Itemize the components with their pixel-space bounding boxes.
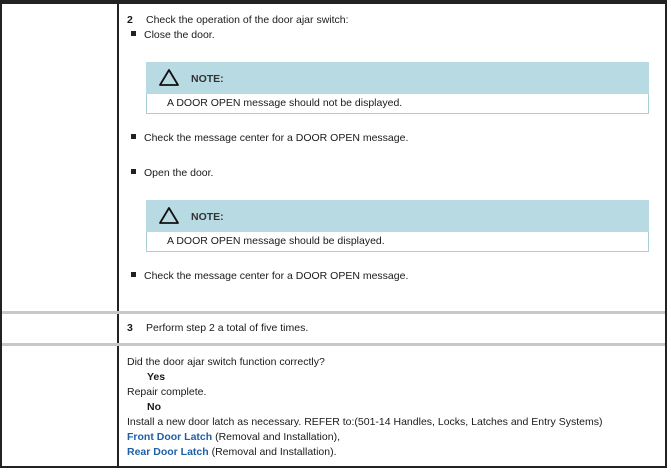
step-3-heading: 3 Perform step 2 a total of five times. [127,322,308,334]
list-item: Check the message center for a DOOR OPEN… [131,132,408,144]
left-cell [2,346,119,466]
list-item-text: Open the door. [144,167,214,179]
note-box: NOTE: A DOOR OPEN message should be disp… [146,200,649,252]
row-divider [2,343,665,346]
procedure-table: 2 Check the operation of the door ajar sw… [0,0,667,468]
list-item-text: Check the message center for a DOOR OPEN… [144,270,409,282]
step-title: Check the operation of the door ajar swi… [146,14,349,26]
list-item: Open the door. [131,167,213,179]
left-cell [2,314,119,343]
step-number: 3 [127,322,133,334]
table-row: 3 Perform step 2 a total of five times. [2,314,665,343]
list-item: Check the message center for a DOOR OPEN… [131,270,408,282]
step-number: 2 [127,14,133,26]
table-row: 2 Check the operation of the door ajar sw… [2,4,665,311]
note-header: NOTE: [146,62,649,94]
row-divider [2,311,665,314]
yes-label: Yes [147,371,166,383]
step-2-heading: 2 Check the operation of the door ajar sw… [127,14,349,26]
rear-door-latch-link[interactable]: Rear Door Latch [127,446,209,458]
list-item-text: Close the door. [144,29,215,41]
link-suffix: (Removal and Installation). [208,446,337,458]
no-text: Install a new door latch as necessary. R… [127,416,603,428]
list-item: Close the door. [131,29,215,41]
table-row: Did the door ajar switch function correc… [2,346,665,466]
note-label: NOTE: [191,211,224,223]
list-item-text: Check the message center for a DOOR OPEN… [144,132,409,144]
note-text: A DOOR OPEN message should not be displa… [146,94,649,114]
bullet-icon [131,169,136,174]
warning-triangle-icon [159,69,179,86]
bullet-icon [131,272,136,277]
yes-text: Repair complete. [127,386,207,398]
step-3-cell: 3 Perform step 2 a total of five times. [119,314,665,343]
front-latch-line: Front Door Latch (Removal and Installati… [127,430,340,445]
note-text: A DOOR OPEN message should be displayed. [146,232,649,252]
link-suffix: (Removal and Installation), [212,431,340,443]
result-question: Did the door ajar switch function correc… [127,356,325,368]
bullet-icon [131,134,136,139]
warning-triangle-icon [159,207,179,224]
rear-latch-line: Rear Door Latch (Removal and Installatio… [127,445,337,460]
front-door-latch-link[interactable]: Front Door Latch [127,431,213,443]
no-label: No [147,401,161,413]
note-label: NOTE: [191,73,224,85]
step-2-cell: 2 Check the operation of the door ajar sw… [119,4,665,311]
note-box: NOTE: A DOOR OPEN message should not be … [146,62,649,114]
step-title: Perform step 2 a total of five times. [146,322,309,334]
bullet-icon [131,31,136,36]
note-header: NOTE: [146,200,649,232]
result-cell: Did the door ajar switch function correc… [119,346,665,466]
left-cell [2,4,119,311]
